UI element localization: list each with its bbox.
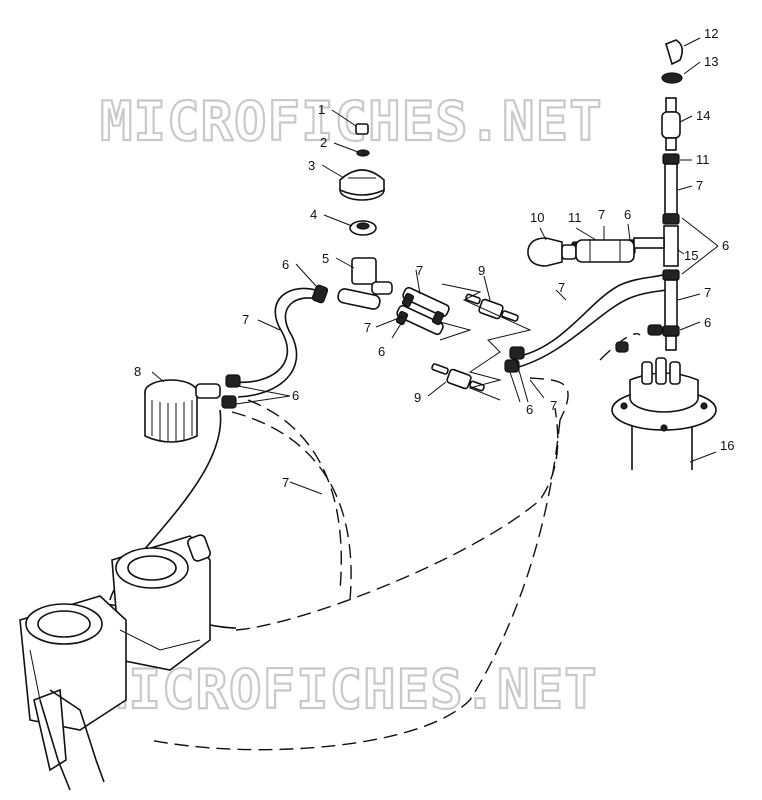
callout-11: 11: [568, 210, 582, 225]
part-7-hose-vertical: [662, 269, 680, 351]
inline-filters: [431, 283, 532, 401]
callout-6: 6: [282, 257, 289, 272]
part-8-filter-canister: [144, 379, 221, 443]
part-9-filter-lower: [431, 363, 485, 392]
part-15-tee: [633, 225, 679, 267]
callout-12: 12: [704, 26, 718, 41]
callout-labels: 1 2 3 4 5 6 7 7 7 6 8 6 7 9 9 7 6 7 10 1…: [134, 26, 734, 490]
watermark-top: MICROFICHES.NET: [100, 90, 603, 153]
carburetor-assembly: [19, 534, 211, 791]
part-13-clamp: [661, 72, 683, 84]
callout-9: 9: [414, 390, 421, 405]
routing-lines: [149, 333, 641, 751]
callout-5: 5: [322, 251, 329, 266]
callout-2: 2: [320, 135, 327, 150]
callout-6: 6: [722, 238, 729, 253]
part-11-spacer-upper: [662, 153, 680, 225]
callout-8: 8: [134, 364, 141, 379]
part-10-check-valve: [527, 237, 577, 267]
vent-valve-assembly: [337, 123, 393, 310]
callout-7: 7: [416, 263, 423, 278]
callout-7: 7: [696, 178, 703, 193]
part-3-cap: [339, 169, 385, 201]
watermark-bottom: MICROFICHES.NET: [95, 658, 598, 721]
callout-15: 15: [684, 248, 698, 263]
callout-6: 6: [526, 402, 533, 417]
part-16-tank-unit: [611, 357, 717, 470]
leader-lines: [151, 37, 719, 495]
part-2-washer: [356, 149, 370, 157]
callout-7: 7: [598, 207, 605, 222]
callout-14: 14: [696, 108, 710, 123]
callout-1: 1: [318, 102, 325, 117]
callout-9: 9: [478, 263, 485, 278]
callout-6: 6: [292, 388, 299, 403]
callout-3: 3: [308, 158, 315, 173]
vent-stack: [527, 39, 684, 351]
callout-13: 13: [704, 54, 718, 69]
callout-6: 6: [378, 344, 385, 359]
short-hose-pieces: [395, 286, 450, 336]
part-9-filter-upper: [465, 293, 519, 322]
part-1-screw: [355, 123, 369, 135]
part-14-valve: [661, 97, 681, 151]
part-11-spacer-side: [575, 239, 635, 263]
callout-7: 7: [558, 280, 565, 295]
callout-7: 7: [704, 285, 711, 300]
callout-11: 11: [696, 152, 710, 167]
callout-7: 7: [364, 320, 371, 335]
part-4-nut: [349, 220, 377, 236]
callout-6: 6: [704, 315, 711, 330]
callout-10: 10: [530, 210, 544, 225]
callout-7: 7: [282, 475, 289, 490]
callout-7: 7: [550, 398, 557, 413]
callout-7: 7: [242, 312, 249, 327]
part-12-elbow: [665, 39, 684, 66]
part-5-fitting: [337, 257, 393, 310]
callout-16: 16: [720, 438, 734, 453]
callout-4: 4: [310, 207, 317, 222]
callout-6: 6: [624, 207, 631, 222]
